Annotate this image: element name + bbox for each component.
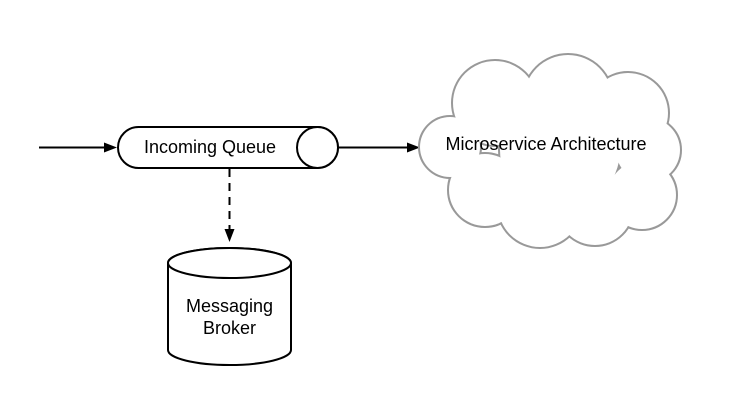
cloud-lobe-fill <box>449 154 521 226</box>
node-microservice-cloud <box>418 53 682 249</box>
messaging-broker-label-line1: Messaging <box>186 296 273 316</box>
incoming-queue-label: Incoming Queue <box>144 137 276 157</box>
cloud-fill <box>420 55 680 247</box>
microservice-architecture-label: Microservice Architecture <box>445 134 646 154</box>
edges <box>39 142 420 242</box>
cylinder-top-ellipse <box>167 247 292 279</box>
messaging-broker-label-line2: Broker <box>203 318 256 338</box>
node-incoming-queue <box>117 126 339 169</box>
cloud-lobe-fill <box>500 90 620 210</box>
queue-end-circle <box>296 126 339 169</box>
node-messaging-broker <box>167 247 292 366</box>
